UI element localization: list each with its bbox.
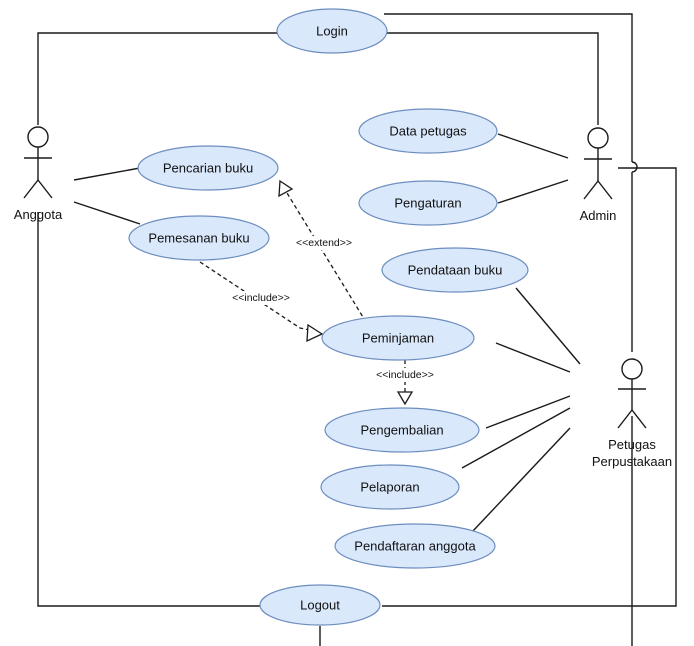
stereotype-labels: <<extend>> <<include>> <<include>> bbox=[225, 236, 441, 382]
extend-label: <<extend>> bbox=[296, 237, 352, 249]
use-case-pendaftaran-anggota[interactable]: Pendaftaran anggota bbox=[334, 523, 496, 569]
include-peminjaman-arrowhead bbox=[396, 391, 414, 406]
use-case-peminjaman[interactable]: Peminjaman bbox=[321, 315, 475, 361]
use-case-pengaturan[interactable]: Pengaturan bbox=[358, 180, 498, 226]
petugas-pendataan-line bbox=[515, 287, 581, 365]
use-case-pelaporan-label: Pelaporan bbox=[360, 480, 419, 495]
petugas-peminjaman-line bbox=[495, 342, 571, 373]
admin-pengaturan-line bbox=[497, 179, 569, 204]
actor-anggota-label: Anggota bbox=[14, 207, 63, 222]
extend-label-bg bbox=[287, 236, 361, 250]
include-label-peminjaman: <<include>> bbox=[376, 369, 434, 381]
use-case-logout[interactable]: Logout bbox=[259, 584, 381, 626]
use-case-pengembalian[interactable]: Pengembalian bbox=[324, 407, 480, 453]
use-case-pemesanan-buku-label: Pemesanan buku bbox=[148, 231, 249, 246]
petugas-pengembalian-line bbox=[485, 395, 571, 429]
use-case-pengaturan-label: Pengaturan bbox=[394, 196, 461, 211]
use-case-login-label: Login bbox=[316, 24, 348, 39]
use-case-pendataan-buku[interactable]: Pendataan buku bbox=[381, 247, 529, 293]
anggota-login-line bbox=[37, 32, 280, 125]
admin-datapetugas-line bbox=[497, 133, 569, 159]
actor-petugas-icon bbox=[617, 358, 647, 429]
actor-petugas-perpustakaan[interactable]: Petugas Perpustakaan bbox=[592, 358, 672, 469]
use-case-logout-label: Logout bbox=[300, 598, 340, 613]
actor-petugas-label-line2: Perpustakaan bbox=[592, 454, 672, 469]
actor-anggota-icon bbox=[23, 126, 53, 199]
use-case-login[interactable]: Login bbox=[276, 8, 388, 54]
anggota-logout-line bbox=[37, 212, 262, 607]
admin-right-line bbox=[382, 167, 677, 607]
use-case-data-petugas[interactable]: Data petugas bbox=[358, 108, 498, 154]
use-case-pengembalian-label: Pengembalian bbox=[360, 423, 443, 438]
line-hop bbox=[631, 161, 638, 173]
use-case-pelaporan[interactable]: Pelaporan bbox=[320, 464, 460, 510]
use-case-pencarian-buku[interactable]: Pencarian buku bbox=[137, 145, 279, 191]
include-label-bg-1 bbox=[225, 291, 297, 305]
anggota-pencarian-line bbox=[73, 167, 141, 181]
include-label-bg-2 bbox=[369, 368, 441, 382]
petugas-pelaporan-line bbox=[461, 407, 571, 469]
extend-arrow-line bbox=[286, 192, 367, 323]
actor-anggota[interactable]: Anggota bbox=[14, 126, 63, 222]
extend-arrowhead bbox=[278, 179, 294, 198]
include-pemesanan-arrowhead bbox=[306, 323, 324, 343]
include-pemesanan-arrow-line bbox=[199, 261, 311, 331]
use-case-pendataan-buku-label: Pendataan buku bbox=[408, 263, 503, 278]
admin-login-line bbox=[384, 32, 599, 125]
use-case-data-petugas-label: Data petugas bbox=[389, 124, 467, 139]
use-case-pencarian-buku-label: Pencarian buku bbox=[163, 161, 253, 176]
anggota-pemesanan-line bbox=[73, 201, 141, 225]
actor-admin-label: Admin bbox=[580, 208, 617, 223]
association-lines bbox=[37, 13, 677, 646]
include-label-pemesanan: <<include>> bbox=[232, 292, 290, 304]
actor-admin-icon bbox=[583, 127, 613, 200]
actor-petugas-label-line1: Petugas bbox=[608, 437, 656, 452]
use-case-peminjaman-label: Peminjaman bbox=[362, 331, 434, 346]
login-petugas-line bbox=[384, 13, 633, 162]
use-case-pendaftaran-anggota-label: Pendaftaran anggota bbox=[354, 539, 476, 554]
actor-admin[interactable]: Admin bbox=[580, 127, 617, 223]
use-case-pemesanan-buku[interactable]: Pemesanan buku bbox=[128, 215, 270, 261]
petugas-pendaftaran-line bbox=[471, 427, 571, 533]
